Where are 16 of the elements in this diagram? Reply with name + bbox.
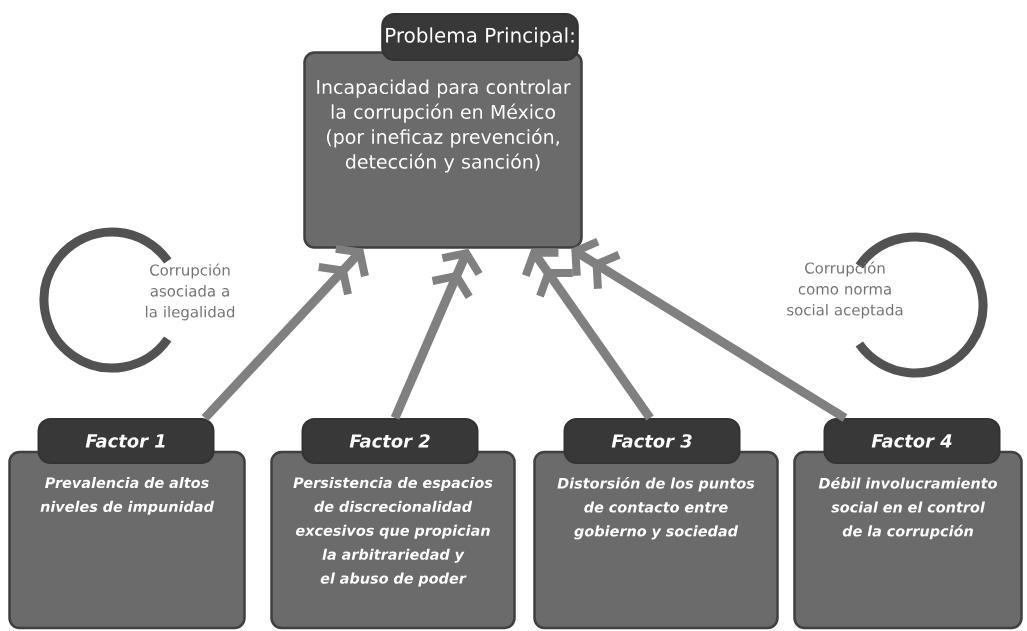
problem-box: Incapacidad para controlar la corrupción en México (por ineficaz prevención, detección y sanción)	[303, 51, 583, 249]
ring-label: Corrupción como norma social aceptada	[787, 232, 988, 378]
arrow	[521, 248, 654, 421]
arrow	[390, 248, 483, 420]
arrow	[571, 238, 848, 422]
header-label: Factor 4	[823, 418, 1001, 464]
header-label: Factor 3	[563, 418, 741, 464]
header-label: Problema Principal:	[381, 13, 579, 61]
ring-label: Corrupción asociada a la ilegalidad	[39, 227, 235, 373]
factor-box: Persistencia de espacios de discrecionalidad excesivos que propician la arbitrariedad y el abuso de poder	[270, 450, 516, 630]
header-label: Factor 1	[37, 418, 215, 464]
header-label: Factor 2	[301, 418, 479, 464]
factor-box: Distorsión de los puntos de contacto entre gobierno y sociedad	[533, 450, 779, 630]
factor-box: Débil involucramiento social en el control de la corrupción	[793, 450, 1023, 630]
factor-box: Prevalencia de altos niveles de impunidad	[8, 450, 246, 630]
arrow	[201, 244, 369, 422]
